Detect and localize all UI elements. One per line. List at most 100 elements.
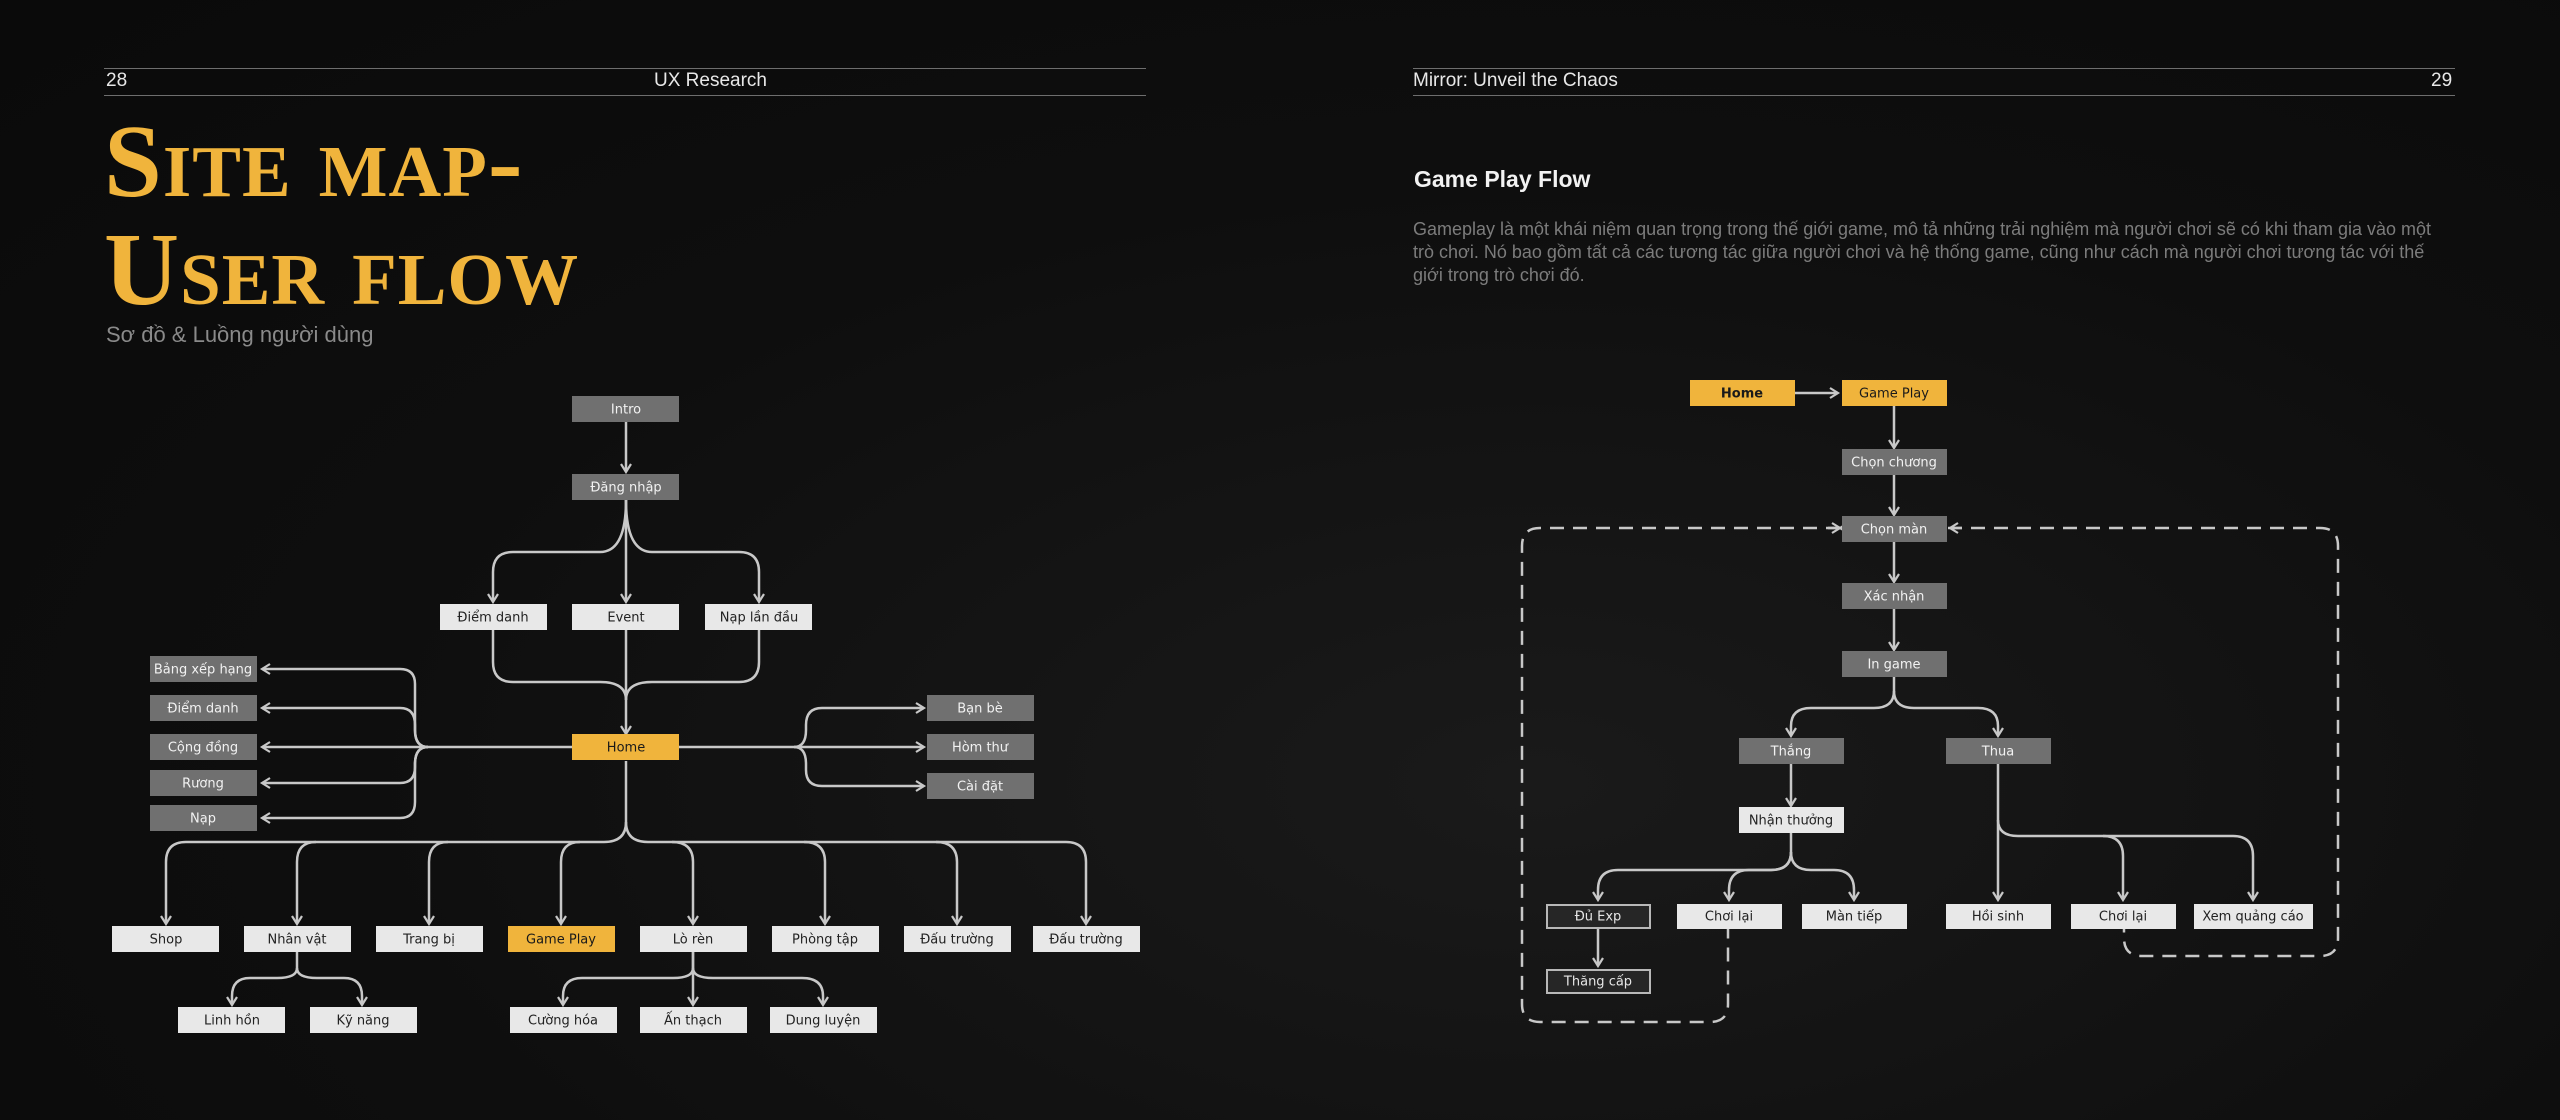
svg-text:Xem quảng cáo: Xem quảng cáo: [2202, 910, 2303, 925]
gameplay-node-home: Home: [1690, 380, 1795, 406]
right-header-rule: [1413, 68, 2455, 69]
sitemap-node-leaderboard: Bảng xếp hạng: [150, 656, 257, 682]
right-page-number: 29: [2431, 70, 2453, 91]
gameplay-node-in-game: In game: [1842, 651, 1947, 677]
sitemap-node-checkin: Điểm danh: [440, 604, 547, 630]
sitemap-node-mailbox: Hòm thư: [927, 734, 1034, 760]
svg-text:Đủ Exp: Đủ Exp: [1575, 910, 1622, 925]
page-title-line-2: User flow: [104, 212, 580, 327]
sitemap-node-game-play: Game Play: [508, 926, 615, 952]
svg-text:Phòng tập: Phòng tập: [792, 933, 858, 948]
svg-text:Chơi lại: Chơi lại: [2099, 910, 2147, 925]
sitemap-node-shop: Shop: [112, 926, 219, 952]
svg-text:Bạn bè: Bạn bè: [957, 702, 1003, 717]
svg-text:Đấu trường: Đấu trường: [1049, 933, 1123, 948]
sitemap-node-equipment: Trang bị: [376, 926, 483, 952]
right-page-header: Mirror: Unveil the Chaos: [1413, 70, 1618, 91]
page-title-line-1: Site map-: [104, 104, 524, 219]
svg-text:Event: Event: [607, 611, 644, 626]
gameplay-node-lose: Thua: [1946, 738, 2051, 764]
page-title: Site map- User flow: [104, 108, 579, 324]
sitemap-node-first-topup: Nạp lần đầu: [705, 604, 812, 630]
gameplay-connectors: [1520, 387, 2340, 1024]
right-header-rule-bottom: [1413, 95, 2455, 96]
sitemap-node-character: Nhân vật: [244, 926, 351, 952]
svg-text:Thăng cấp: Thăng cấp: [1563, 975, 1632, 990]
svg-text:Lò rèn: Lò rèn: [673, 933, 713, 948]
sitemap-node-arena-1: Đấu trường: [904, 926, 1011, 952]
svg-text:Đấu trường: Đấu trường: [920, 933, 994, 948]
svg-text:Game Play: Game Play: [1859, 387, 1929, 402]
sitemap-connectors: [160, 422, 1092, 1008]
svg-text:Nhân vật: Nhân vật: [267, 933, 326, 948]
svg-text:Linh hồn: Linh hồn: [204, 1014, 260, 1029]
svg-text:Cường hóa: Cường hóa: [528, 1014, 598, 1029]
sitemap-node-enhance: Cường hóa: [510, 1007, 617, 1033]
sitemap-node-training: Phòng tập: [772, 926, 879, 952]
gameplay-node-revive: Hồi sinh: [1946, 904, 2051, 929]
left-header-rule-bottom: [104, 95, 1146, 96]
gameplay-node-choose-level: Chọn màn: [1842, 516, 1947, 542]
sitemap-node-soul: Linh hồn: [178, 1007, 285, 1033]
sitemap-node-smelt: Dung luyện: [770, 1007, 877, 1033]
gameplay-node-confirm: Xác nhận: [1842, 583, 1947, 609]
svg-text:Thắng: Thắng: [1770, 745, 1812, 760]
sitemap-node-chest: Rương: [150, 770, 257, 796]
gameplay-node-level-up: Thăng cấp: [1546, 969, 1651, 994]
left-page-number: 28: [106, 70, 128, 91]
svg-text:Dung luyện: Dung luyện: [786, 1014, 861, 1029]
sitemap-node-rune: Ấn thạch: [640, 1007, 747, 1033]
gameplay-node-game-play: Game Play: [1842, 380, 1947, 406]
svg-text:Game Play: Game Play: [526, 933, 596, 948]
gameplay-node-next-level: Màn tiếp: [1802, 904, 1907, 929]
sitemap-node-checkin-2: Điểm danh: [150, 695, 257, 721]
gameplay-node-enough-exp: Đủ Exp: [1546, 904, 1651, 929]
gameplay-node-watch-ad: Xem quảng cáo: [2194, 904, 2313, 929]
sitemap-node-friends: Bạn bè: [927, 695, 1034, 721]
svg-text:Màn tiếp: Màn tiếp: [1826, 910, 1883, 925]
svg-text:Chọn màn: Chọn màn: [1861, 523, 1928, 538]
left-header-rule: [104, 68, 1146, 69]
page-subtitle: Sơ đồ & Luồng người dùng: [106, 322, 374, 347]
left-page-header: UX Research: [654, 70, 767, 91]
sitemap-node-intro: Intro: [572, 396, 679, 422]
svg-text:Trang bị: Trang bị: [402, 933, 455, 948]
gameplay-node-choose-chapter: Chọn chương: [1842, 449, 1947, 475]
svg-text:Nạp: Nạp: [190, 812, 216, 827]
sitemap-node-settings: Cài đặt: [927, 773, 1034, 799]
svg-text:Điểm danh: Điểm danh: [457, 611, 528, 626]
svg-text:Cộng đồng: Cộng đồng: [168, 741, 238, 756]
svg-text:Thua: Thua: [1981, 745, 2014, 760]
sitemap-node-forge: Lò rèn: [640, 926, 747, 952]
sitemap-node-home: Home: [572, 734, 679, 760]
gameplay-node-replay-win: Chơi lại: [1677, 904, 1782, 929]
sitemap-node-arena-2: Đấu trường: [1033, 926, 1140, 952]
svg-text:Nạp lần đầu: Nạp lần đầu: [720, 611, 798, 626]
sitemap-node-community: Cộng đồng: [150, 734, 257, 760]
sitemap-node-login: Đăng nhập: [572, 474, 679, 500]
svg-text:Ấn thạch: Ấn thạch: [664, 1012, 722, 1029]
svg-text:Điểm danh: Điểm danh: [167, 702, 238, 717]
svg-text:Chơi lại: Chơi lại: [1705, 910, 1753, 925]
svg-text:Chọn chương: Chọn chương: [1851, 456, 1937, 471]
svg-text:Xác nhận: Xác nhận: [1864, 590, 1925, 605]
svg-text:Home: Home: [1721, 387, 1763, 402]
svg-text:Hồi sinh: Hồi sinh: [1972, 910, 2024, 925]
svg-text:Cài đặt: Cài đặt: [957, 780, 1003, 795]
gameplay-node-win: Thắng: [1739, 738, 1844, 764]
svg-text:Hòm thư: Hòm thư: [952, 741, 1009, 756]
gameplay-node-claim-reward: Nhận thưởng: [1739, 807, 1844, 833]
svg-text:Home: Home: [607, 741, 645, 756]
section-title: Game Play Flow: [1414, 166, 1591, 192]
sitemap-node-event: Event: [572, 604, 679, 630]
sitemap-node-topup: Nạp: [150, 805, 257, 831]
section-paragraph: Gameplay là một khái niệm quan trọng tro…: [1413, 219, 2432, 285]
svg-text:In game: In game: [1867, 658, 1920, 673]
gameplay-node-replay-lose: Chơi lại: [2071, 904, 2176, 929]
svg-text:Nhận thưởng: Nhận thưởng: [1749, 814, 1833, 829]
svg-text:Intro: Intro: [611, 403, 641, 418]
sitemap-node-skill: Kỹ năng: [310, 1007, 417, 1033]
svg-text:Bảng xếp hạng: Bảng xếp hạng: [154, 663, 252, 678]
svg-text:Shop: Shop: [150, 933, 183, 948]
